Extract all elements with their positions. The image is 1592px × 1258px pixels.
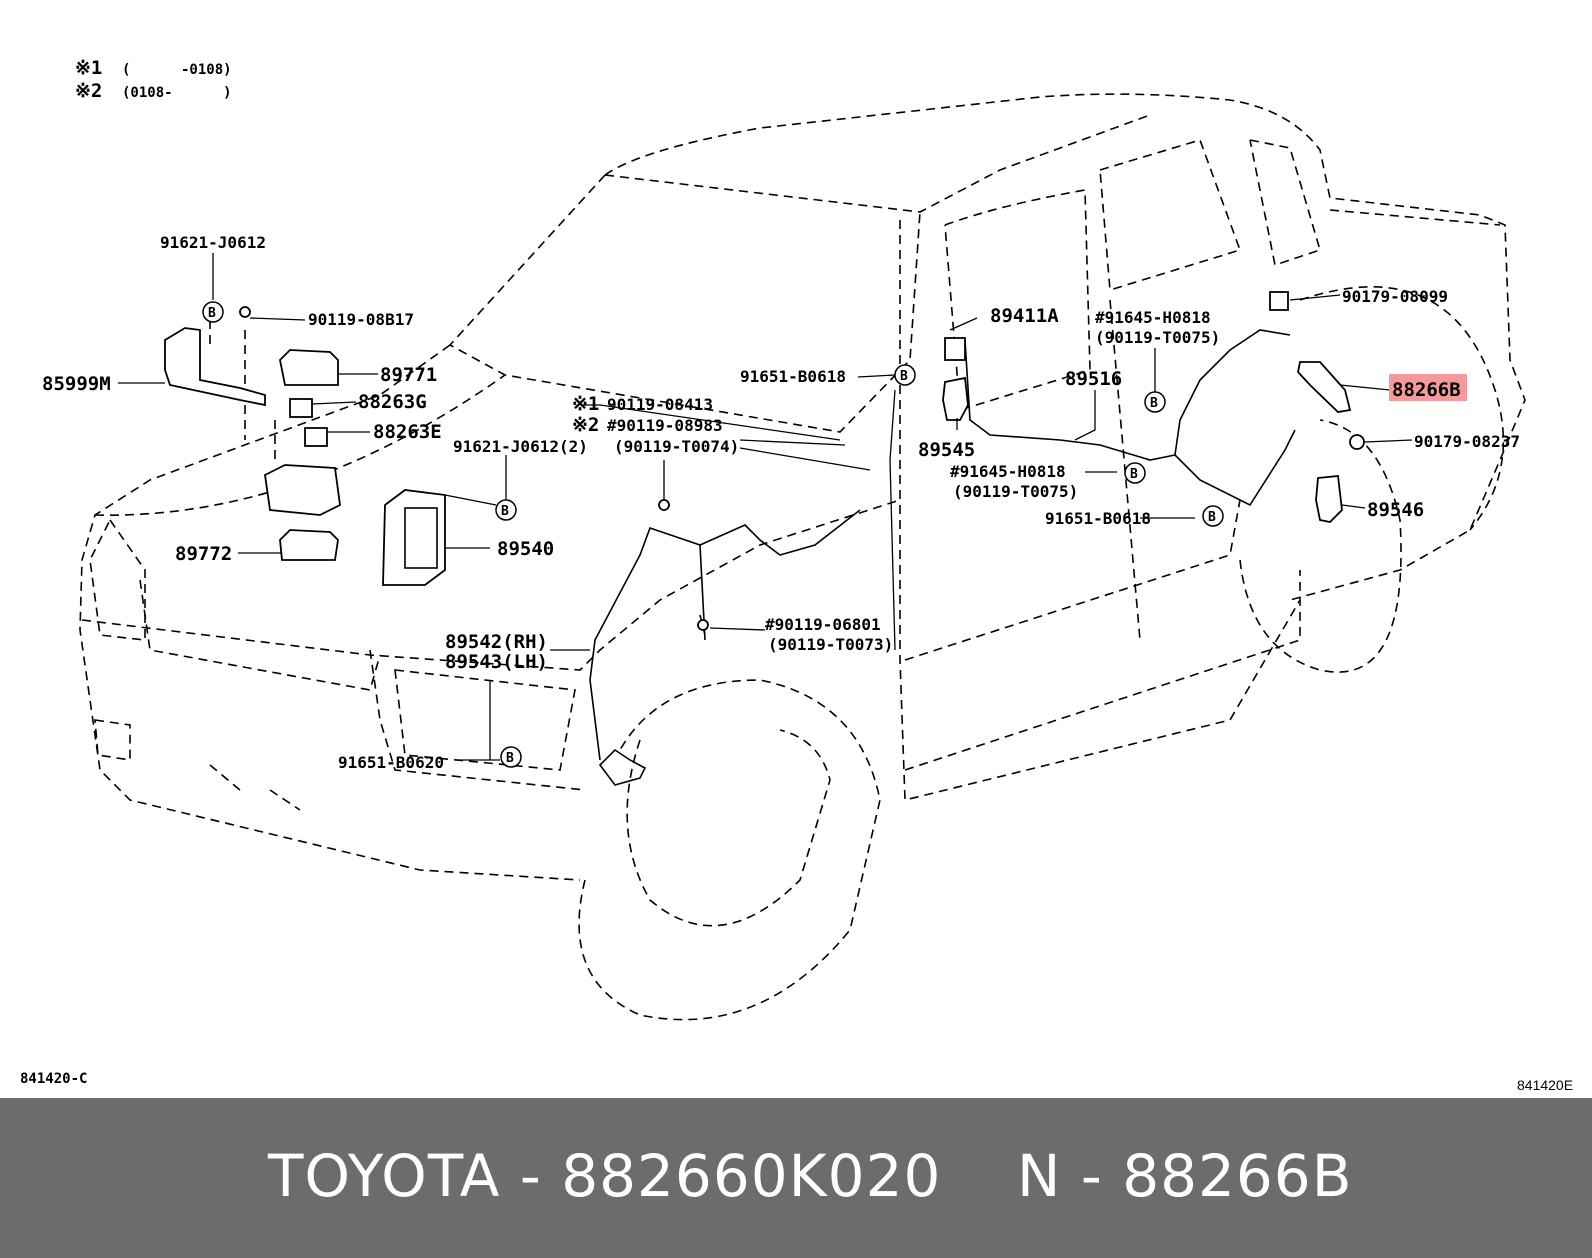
label-90179-08099[interactable]: 90179-08099 — [1342, 287, 1448, 306]
label-91645-h0818-a[interactable]: #91645-H0818 — [1095, 308, 1211, 327]
b-marker — [1202, 505, 1224, 527]
b-marker-text: B — [506, 751, 514, 766]
label-89540[interactable]: 89540 — [497, 538, 554, 560]
label-90119-t0075-a[interactable]: (90119-T0075) — [1095, 328, 1220, 347]
ref-code-right: 841420E — [1517, 1077, 1573, 1093]
label-91621-j0612-2[interactable]: 91621-J0612(2) — [453, 437, 588, 456]
label-91651-b0620[interactable]: 91651-B0620 — [338, 753, 444, 772]
label-89411a[interactable]: 89411A — [990, 305, 1059, 327]
harness-rear — [964, 329, 1291, 461]
part-labels: 91621-J0612 90119-08B17 85999M 89771 882… — [42, 233, 1520, 772]
label-note1-mark: ※1 — [572, 393, 599, 415]
highlight-88266b — [1389, 374, 1467, 401]
parts-diagram: ※1 ( -0108) ※2 (0108- ) — [20, 57, 1573, 1093]
b-marker-text: B — [1150, 396, 1158, 411]
label-88266b[interactable]: 88266B — [1392, 379, 1461, 401]
footer-part-number: TOYOTA - 882660K020 — [268, 1142, 942, 1210]
b-marker — [495, 499, 517, 521]
b-marker — [1144, 391, 1166, 413]
b-marker-text: B — [208, 306, 216, 321]
label-90119-08413[interactable]: 90119-08413 — [607, 395, 713, 414]
legend-note2-text: (0108- ) — [122, 85, 232, 101]
label-91621-j0612[interactable]: 91621-J0612 — [160, 233, 266, 252]
label-90179-08237[interactable]: 90179-08237 — [1414, 432, 1520, 451]
label-90119-08b17[interactable]: 90119-08B17 — [308, 310, 414, 329]
b-marker — [202, 301, 224, 323]
relay-88263e[interactable] — [304, 427, 328, 447]
label-90119-t0073[interactable]: (90119-T0073) — [768, 635, 893, 654]
part-number-footer: TOYOTA - 882660K020 N - 88266B — [0, 1098, 1592, 1258]
label-89542-rh[interactable]: 89542(RH) — [445, 631, 548, 653]
b-marker — [1124, 462, 1146, 484]
connector-89772[interactable] — [279, 529, 339, 561]
label-89516[interactable]: 89516 — [1065, 368, 1122, 390]
sensor-89545[interactable] — [942, 376, 969, 421]
b-marker-text: B — [900, 369, 908, 384]
label-91651-b0618-a[interactable]: 91651-B0618 — [740, 367, 846, 386]
b-markers: B B B B B B B — [202, 301, 1224, 768]
bolt-90119-06801[interactable] — [697, 619, 709, 631]
bracket-88266b[interactable] — [1297, 361, 1352, 413]
bolt-90119-08983[interactable] — [658, 499, 670, 511]
parts — [164, 291, 1365, 786]
label-85999m[interactable]: 85999M — [42, 373, 111, 395]
label-note2-mark: ※2 — [572, 414, 599, 436]
b-marker — [500, 746, 522, 768]
bracket-85999m[interactable] — [164, 327, 266, 407]
label-90119-t0074[interactable]: (90119-T0074) — [614, 437, 739, 456]
footer-diagram-ref: N - 88266B — [1017, 1142, 1353, 1210]
label-90119-08983[interactable]: #90119-08983 — [607, 416, 723, 435]
legend-note1-text: ( -0108) — [122, 62, 232, 78]
sensor-89546[interactable] — [1315, 475, 1343, 523]
label-89771[interactable]: 89771 — [380, 364, 437, 386]
label-90119-t0075-b[interactable]: (90119-T0075) — [953, 482, 1078, 501]
label-89772[interactable]: 89772 — [175, 543, 232, 565]
ecu-89540[interactable] — [382, 489, 446, 586]
bolt-90119-08b17[interactable] — [239, 306, 251, 318]
label-91651-b0618-b[interactable]: 91651-B0618 — [1045, 509, 1151, 528]
b-marker-text: B — [1208, 510, 1216, 525]
nut-90179-08237[interactable] — [1349, 434, 1365, 450]
legend: ※1 ( -0108) ※2 (0108- ) — [75, 57, 232, 102]
vehicle-outline — [79, 93, 1526, 1021]
ref-code-left: 841420-C — [20, 1071, 87, 1087]
legend-note2-mark: ※2 — [75, 80, 102, 102]
label-89546[interactable]: 89546 — [1367, 499, 1424, 521]
relay-88263g[interactable] — [289, 398, 313, 418]
b-marker — [894, 364, 916, 386]
b-marker-text: B — [501, 504, 509, 519]
label-89545[interactable]: 89545 — [918, 439, 975, 461]
b-marker-text: B — [1130, 467, 1138, 482]
label-88263g[interactable]: 88263G — [358, 391, 427, 413]
label-89543-lh[interactable]: 89543(LH) — [445, 651, 548, 673]
label-91645-h0818-b[interactable]: #91645-H0818 — [950, 462, 1066, 481]
legend-note1-mark: ※1 — [75, 57, 102, 79]
label-90119-06801[interactable]: #90119-06801 — [765, 615, 881, 634]
sensor-89411a[interactable] — [944, 337, 966, 361]
module-block[interactable] — [264, 464, 341, 516]
leader-lines — [118, 253, 1413, 761]
relay-89771[interactable] — [279, 349, 339, 386]
label-88263e[interactable]: 88263E — [373, 421, 442, 443]
clip-90179-08099[interactable] — [1269, 291, 1289, 311]
